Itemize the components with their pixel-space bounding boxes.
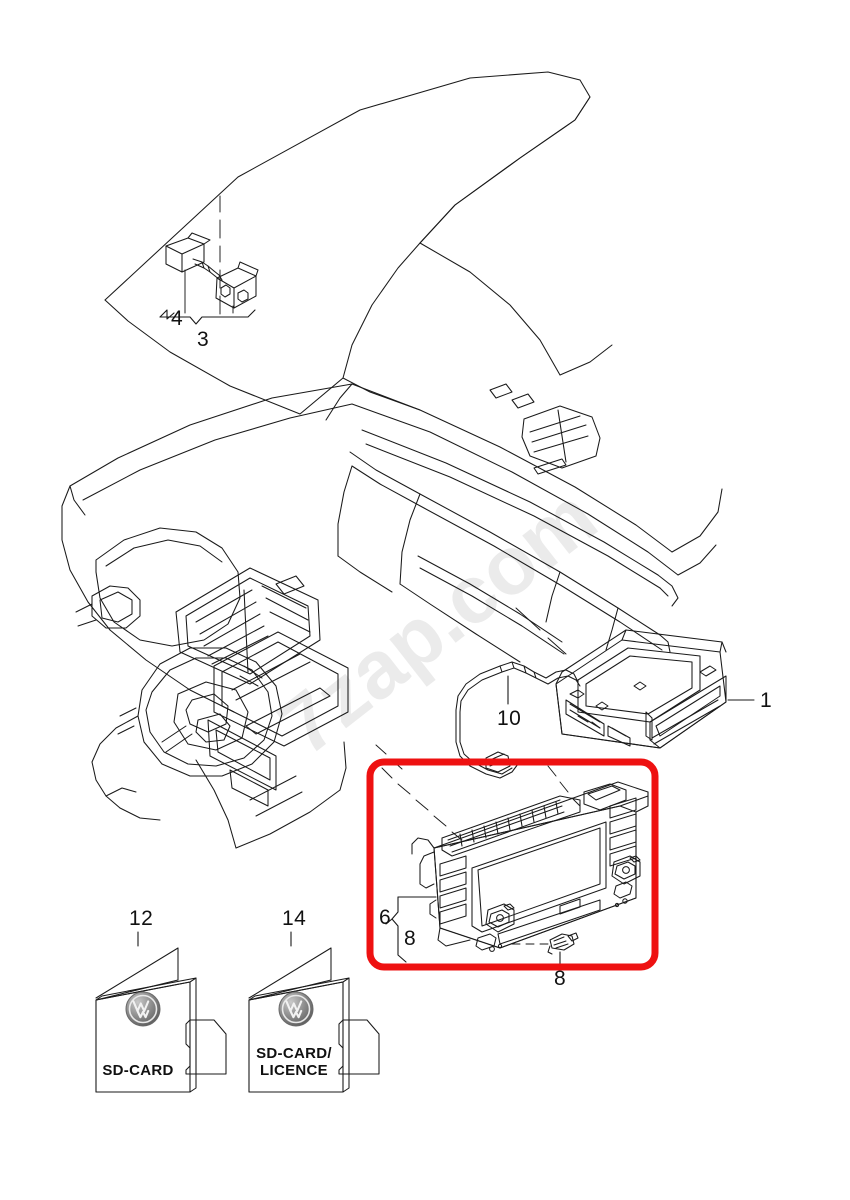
callout-number-3[interactable]: 3 xyxy=(197,328,210,351)
callout-number-8-bracket[interactable]: 8 xyxy=(404,927,417,950)
callout-number-10[interactable]: 10 xyxy=(497,707,522,730)
booklet-label-sd-card: SD-CARD xyxy=(102,1062,174,1079)
callout-number-12[interactable]: 12 xyxy=(129,907,154,930)
callout-number-1[interactable]: 1 xyxy=(760,689,773,712)
callout-number-14[interactable]: 14 xyxy=(282,907,307,930)
callout-number-4[interactable]: 4 xyxy=(171,307,184,330)
booklet-label-sd-card-licence: SD-CARD/ LICENCE xyxy=(256,1045,332,1080)
callout-number-6[interactable]: 6 xyxy=(379,906,392,929)
highlight-box[interactable] xyxy=(366,758,659,971)
callout-number-8-clip[interactable]: 8 xyxy=(554,967,567,990)
